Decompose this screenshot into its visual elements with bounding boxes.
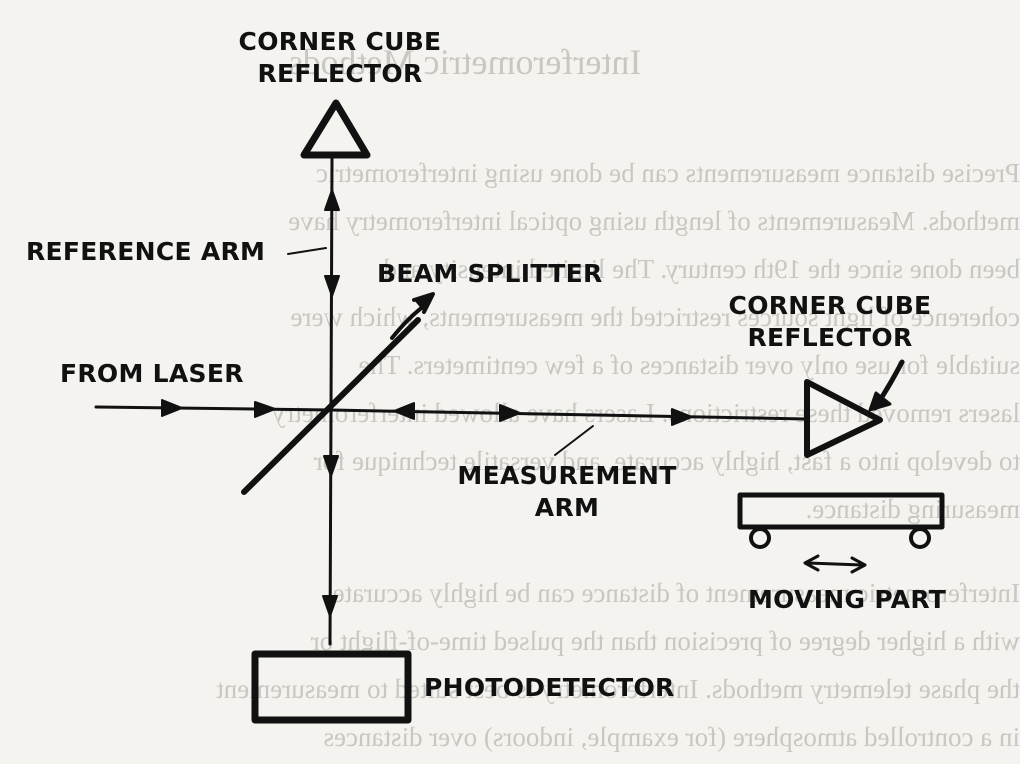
measurement-arm-label-line2: ARM (534, 493, 600, 522)
detector-arrow-down (322, 595, 338, 617)
laser-arrow (161, 399, 183, 417)
reference-arrow-up (324, 189, 340, 211)
reference-arrow-down (324, 275, 340, 297)
cart-wheel-left (749, 527, 771, 549)
beam-splitter-label: BEAM SPLITTER (377, 259, 603, 288)
right-corner-cube-reflector (804, 379, 883, 458)
right-reflector-label: CORNER CUBE REFLECTOR (725, 290, 935, 354)
top-corner-cube-reflector (300, 99, 371, 159)
laser-arrow (254, 401, 276, 418)
top-reflector-label: CORNER CUBE REFLECTOR (225, 26, 455, 90)
measurement-arrow-left (393, 402, 415, 420)
moving-part-label: MOVING PART (748, 585, 947, 614)
from-laser-label: FROM LASER (60, 359, 244, 388)
cart-wheel-right (909, 527, 931, 549)
top-reflector-label-line1: CORNER CUBE (238, 27, 442, 56)
motion-arrow-head-right (850, 556, 867, 574)
measurement-arrow-right (671, 408, 693, 426)
reflector-pointer-head (868, 391, 892, 412)
photodetector (251, 650, 412, 724)
right-reflector-label-line2: REFLECTOR (747, 323, 913, 352)
moving-part-cart (737, 492, 945, 530)
photodetector-label: PHOTODETECTOR (424, 673, 675, 702)
reference-arm-label: REFERENCE ARM (26, 237, 266, 266)
measurement-arm-leader (554, 425, 594, 456)
laser-beam (94, 405, 333, 412)
measurement-arm-label-line1: MEASUREMENT (457, 461, 677, 490)
measurement-arm-label: MEASUREMENT ARM (452, 460, 682, 524)
beam-splitter-plate (241, 317, 421, 495)
motion-arrow (806, 561, 864, 567)
top-reflector-label-line2: REFLECTOR (257, 59, 423, 88)
beam-splitter-pointer-head (412, 292, 435, 314)
reference-arm-leader (287, 247, 327, 255)
motion-arrow-head-left (803, 554, 820, 572)
right-reflector-label-line1: CORNER CUBE (728, 291, 932, 320)
detector-arrow-down (323, 455, 339, 477)
measurement-arrow-right (499, 404, 521, 422)
